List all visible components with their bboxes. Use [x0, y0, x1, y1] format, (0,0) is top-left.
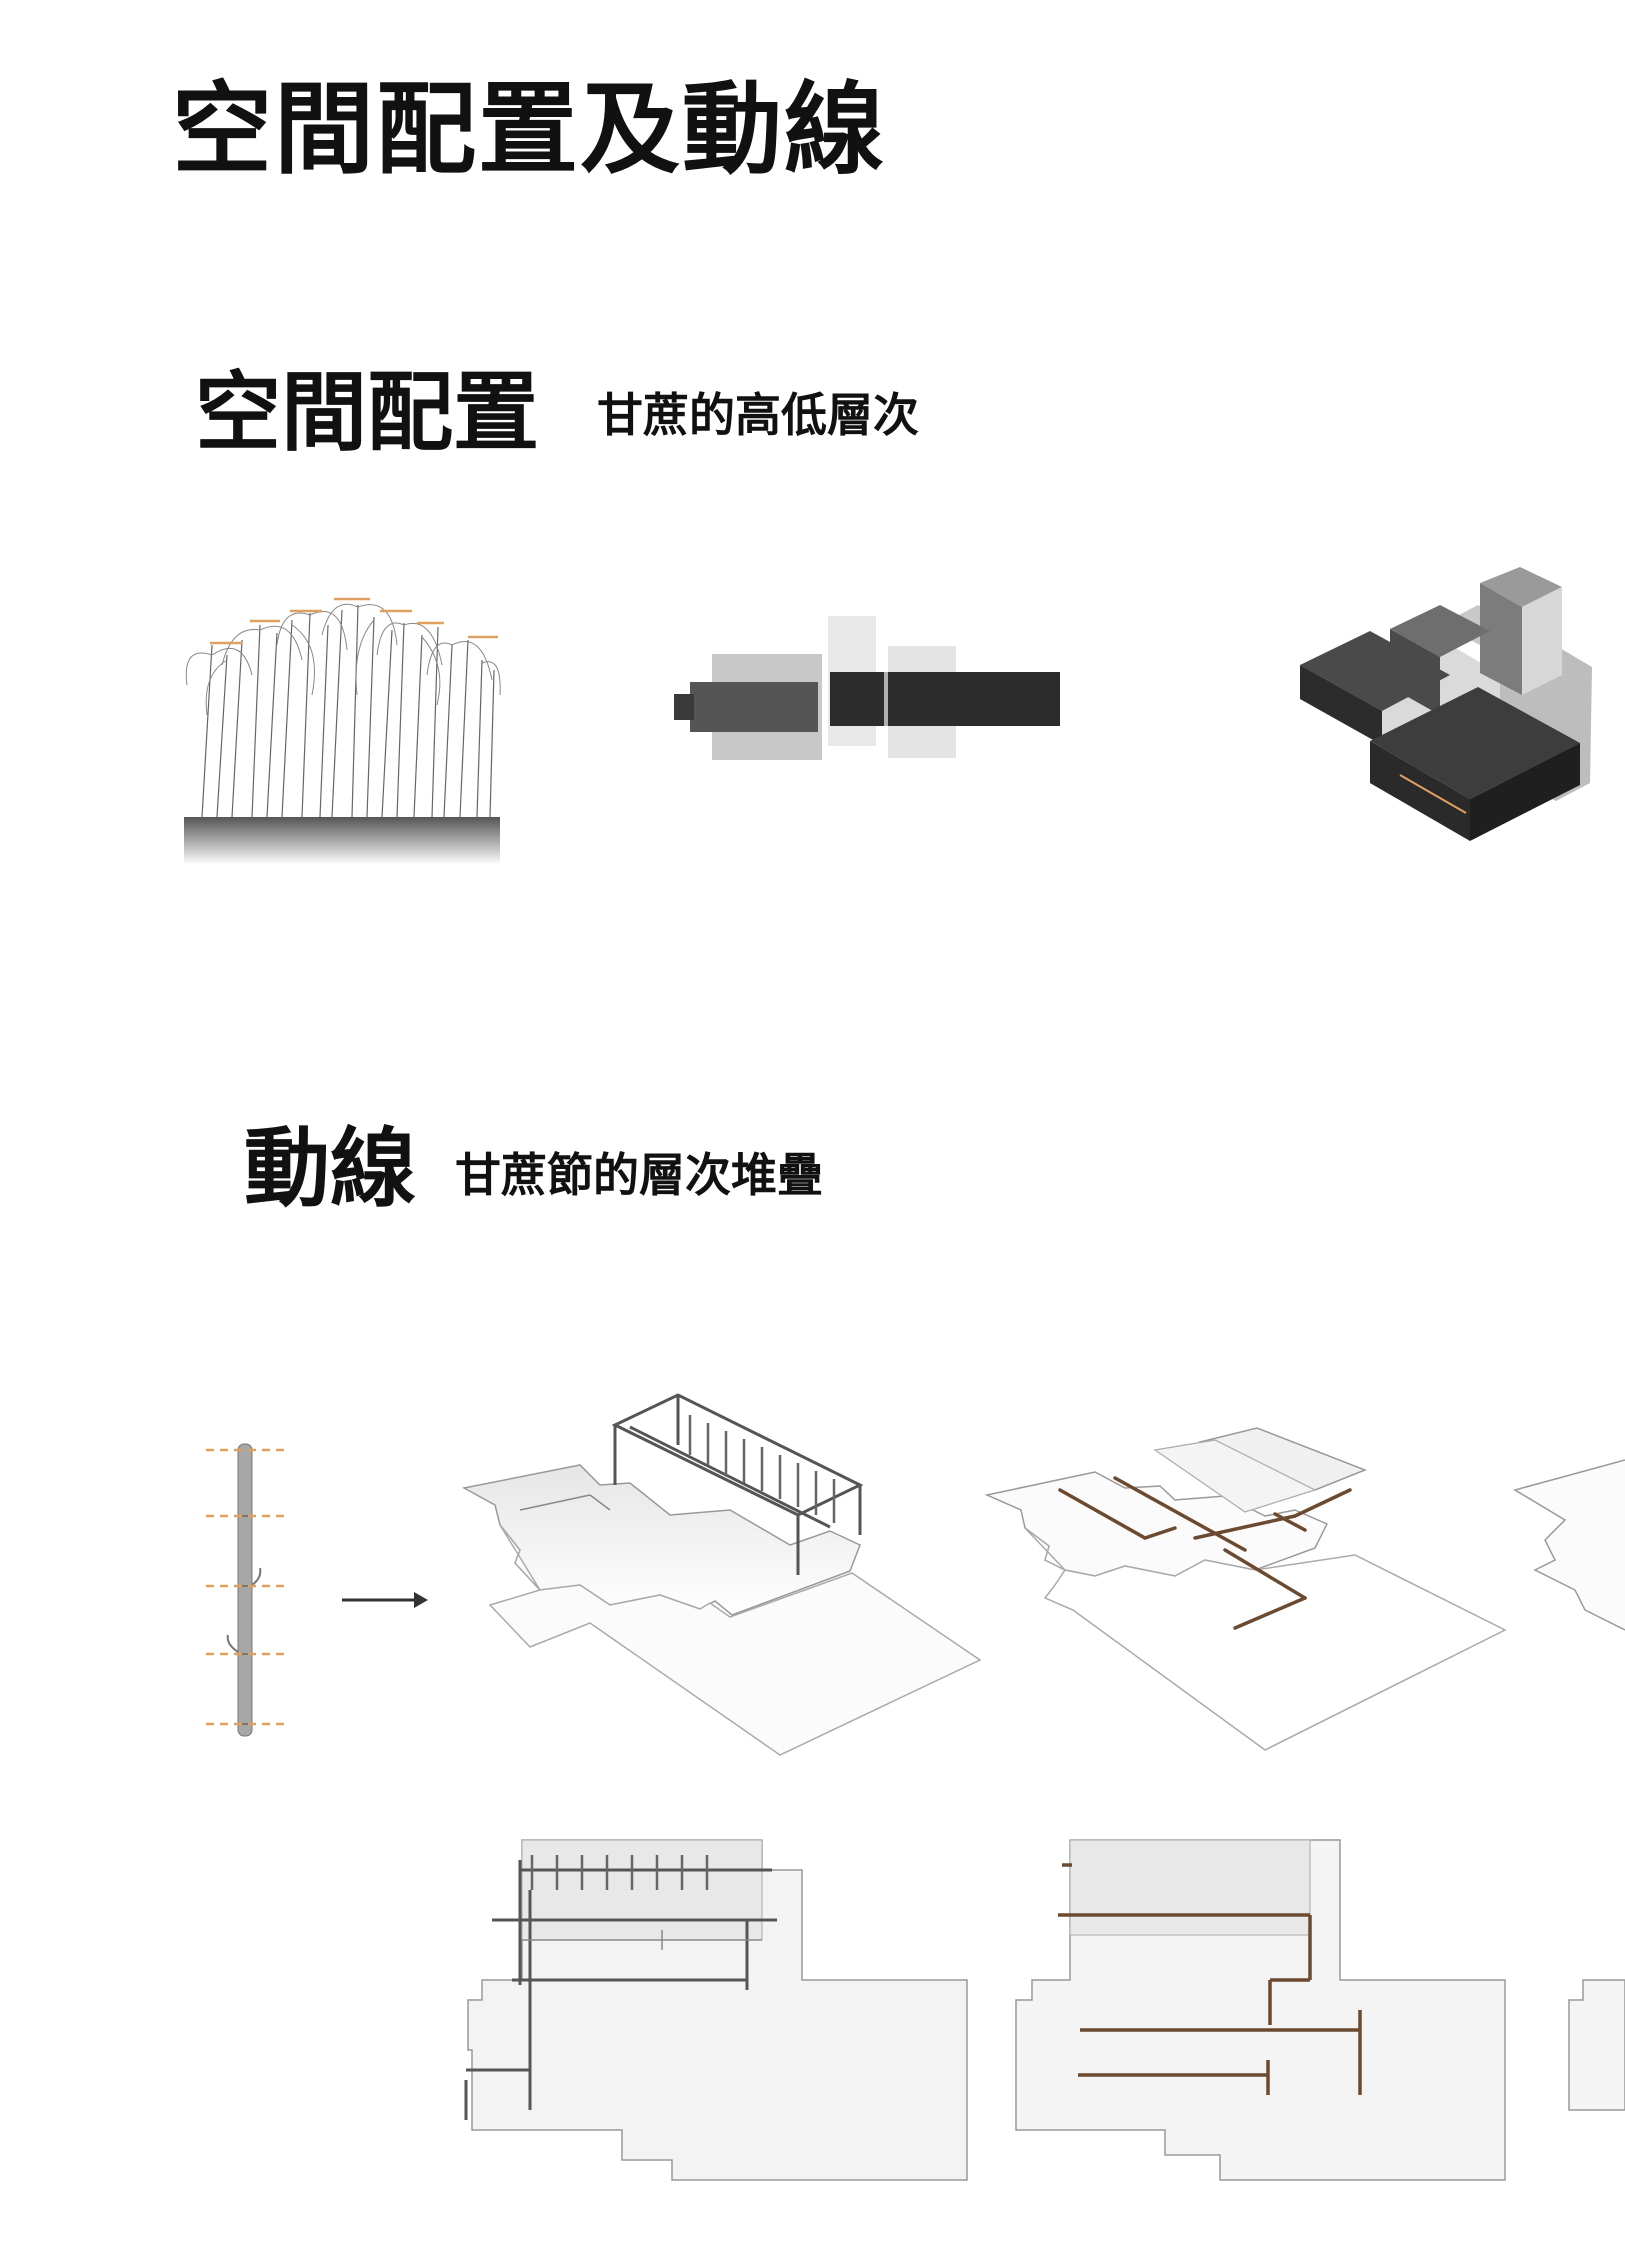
tower-right	[1522, 587, 1562, 695]
cane-stalks	[201, 604, 495, 818]
stalk-bud-2	[226, 1634, 239, 1653]
mass-dark-stub	[674, 694, 694, 720]
space-section-subtitle: 甘蔗的高低層次	[597, 388, 919, 442]
roof-structure-axonometric	[461, 1393, 982, 1756]
circulation-paths	[1058, 1476, 1352, 1630]
accent-edge	[1399, 774, 1467, 814]
circulation-plan	[1015, 1839, 1506, 2181]
plan-roof-frame	[464, 1860, 777, 2120]
mass-seam	[884, 672, 888, 726]
tower-top	[1480, 567, 1562, 607]
dark-block-b-top	[1370, 687, 1580, 799]
dark-block-a-top	[1300, 631, 1450, 711]
upper-plate-2	[1153, 1439, 1317, 1513]
plan-upper-volume-2	[1069, 1839, 1311, 1936]
roof-structure-plan	[464, 1839, 968, 2181]
floor-slab-lower	[488, 1524, 982, 1756]
arrow-icon	[342, 1592, 428, 1608]
height-markers	[210, 597, 498, 645]
space-section-title: 空間配置	[195, 363, 539, 463]
sugarcane-stalk-illustration	[206, 1443, 284, 1737]
circulation-lines-1	[519, 1494, 611, 1511]
plan-roof-ribs	[530, 1855, 709, 1890]
partial-plan	[1568, 1979, 1625, 2111]
roof-ribs	[688, 1415, 836, 1523]
cane-leaves	[185, 603, 501, 716]
circulation-section-subtitle: 甘蔗節的層次堆疊	[455, 1148, 823, 1202]
circulation-section-title: 動線	[244, 1119, 416, 1219]
dark-block-a-face	[1300, 665, 1382, 745]
partial-axonometric	[1513, 1459, 1625, 1631]
soil-band	[184, 817, 500, 865]
massing-axonometric-diagram	[1300, 567, 1592, 841]
roof-frame	[611, 1393, 864, 1575]
massing-elevation-diagram	[674, 616, 1060, 760]
sugarcane-field-illustration	[184, 597, 501, 865]
stalk-body	[237, 1443, 253, 1737]
plan-upper-volume	[521, 1839, 763, 1941]
mass-dark-main	[830, 672, 1060, 726]
plan-circulation-paths	[1058, 1863, 1362, 2095]
circulation-axonometric	[984, 1427, 1507, 1751]
mass-dark-left	[690, 682, 818, 732]
tower-left	[1480, 583, 1522, 695]
dark-block-b-left	[1370, 741, 1470, 841]
floor-slab-base	[1024, 1527, 1507, 1751]
mid-block-top	[1390, 605, 1490, 657]
plan-aux-lines	[522, 1930, 762, 1950]
stalk-bud	[251, 1567, 262, 1586]
dark-block-b-right	[1470, 743, 1580, 841]
page-title: 空間配置及動線	[172, 71, 886, 188]
